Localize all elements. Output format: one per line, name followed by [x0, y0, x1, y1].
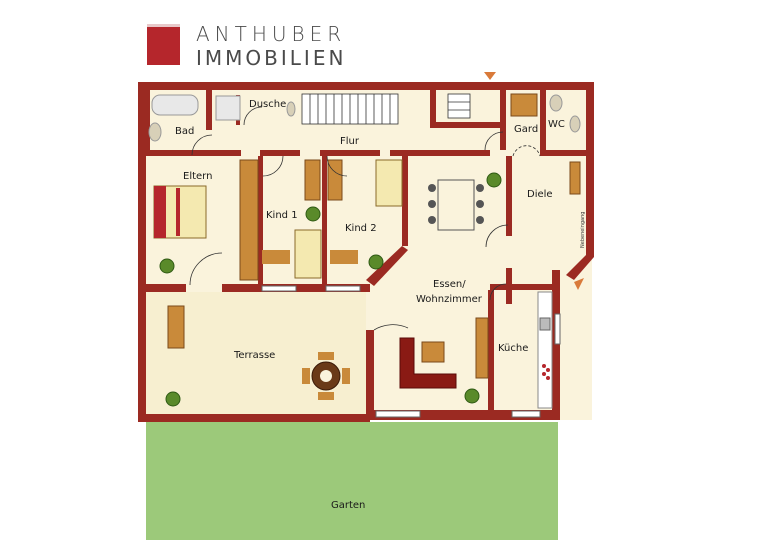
bad-washbasin — [148, 122, 162, 142]
shower-tray — [215, 95, 241, 121]
room-label-diele: Diele — [527, 189, 553, 200]
brand-name-line1: ANTHUBER — [196, 22, 347, 46]
entrance-arrow-side — [574, 278, 584, 290]
room-label-kind1: Kind 1 — [266, 210, 298, 221]
bathtub — [151, 94, 199, 116]
room-label-wohnzimmer: Wohnzimmer — [416, 294, 483, 305]
desk-kind1 — [262, 250, 290, 264]
wardrobe-kind2 — [327, 159, 343, 201]
entrance-arrow-top — [484, 72, 496, 80]
room-label-wc: WC — [548, 119, 565, 130]
garden-area — [146, 422, 558, 540]
terrace-bench — [167, 305, 185, 349]
wc-washbasin — [569, 115, 581, 133]
room-label-terrasse: Terrasse — [233, 350, 275, 361]
dusche-washbasin — [286, 101, 296, 117]
wardrobe-gard — [510, 93, 538, 117]
terrace-table — [302, 352, 350, 400]
room-label-gard: Gard — [514, 124, 538, 135]
brand-name-line2: IMMOBILIEN — [196, 46, 347, 70]
plant-icons — [159, 172, 502, 407]
room-label-bad: Bad — [175, 126, 194, 137]
double-bed — [153, 185, 207, 239]
label-nebeneingang: Nebeneingang — [580, 212, 586, 248]
room-label-garten: Garten — [331, 500, 365, 511]
room-label-flur: Flur — [340, 136, 360, 147]
kitchen-counter — [537, 291, 553, 409]
room-label-kueche: Küche — [498, 343, 528, 354]
room-label-kind2: Kind 2 — [345, 223, 377, 234]
windows — [261, 285, 561, 418]
wc-toilet — [549, 94, 563, 112]
wardrobe-eltern — [239, 159, 259, 281]
sofa — [399, 317, 489, 389]
dining-table — [428, 179, 484, 231]
stairs — [301, 93, 471, 125]
bed-kind1 — [294, 229, 322, 279]
bed-kind2 — [375, 159, 403, 207]
desk-kind2 — [330, 250, 358, 264]
door-swings — [189, 106, 541, 331]
wardrobe-diele — [569, 161, 581, 195]
room-label-essen: Essen/ — [433, 279, 466, 290]
brand-logo-mark — [147, 24, 180, 65]
room-label-eltern: Eltern — [183, 171, 212, 182]
room-label-dusche: Dusche — [249, 99, 286, 110]
wardrobe-kind1 — [304, 159, 321, 201]
walls — [138, 82, 594, 422]
